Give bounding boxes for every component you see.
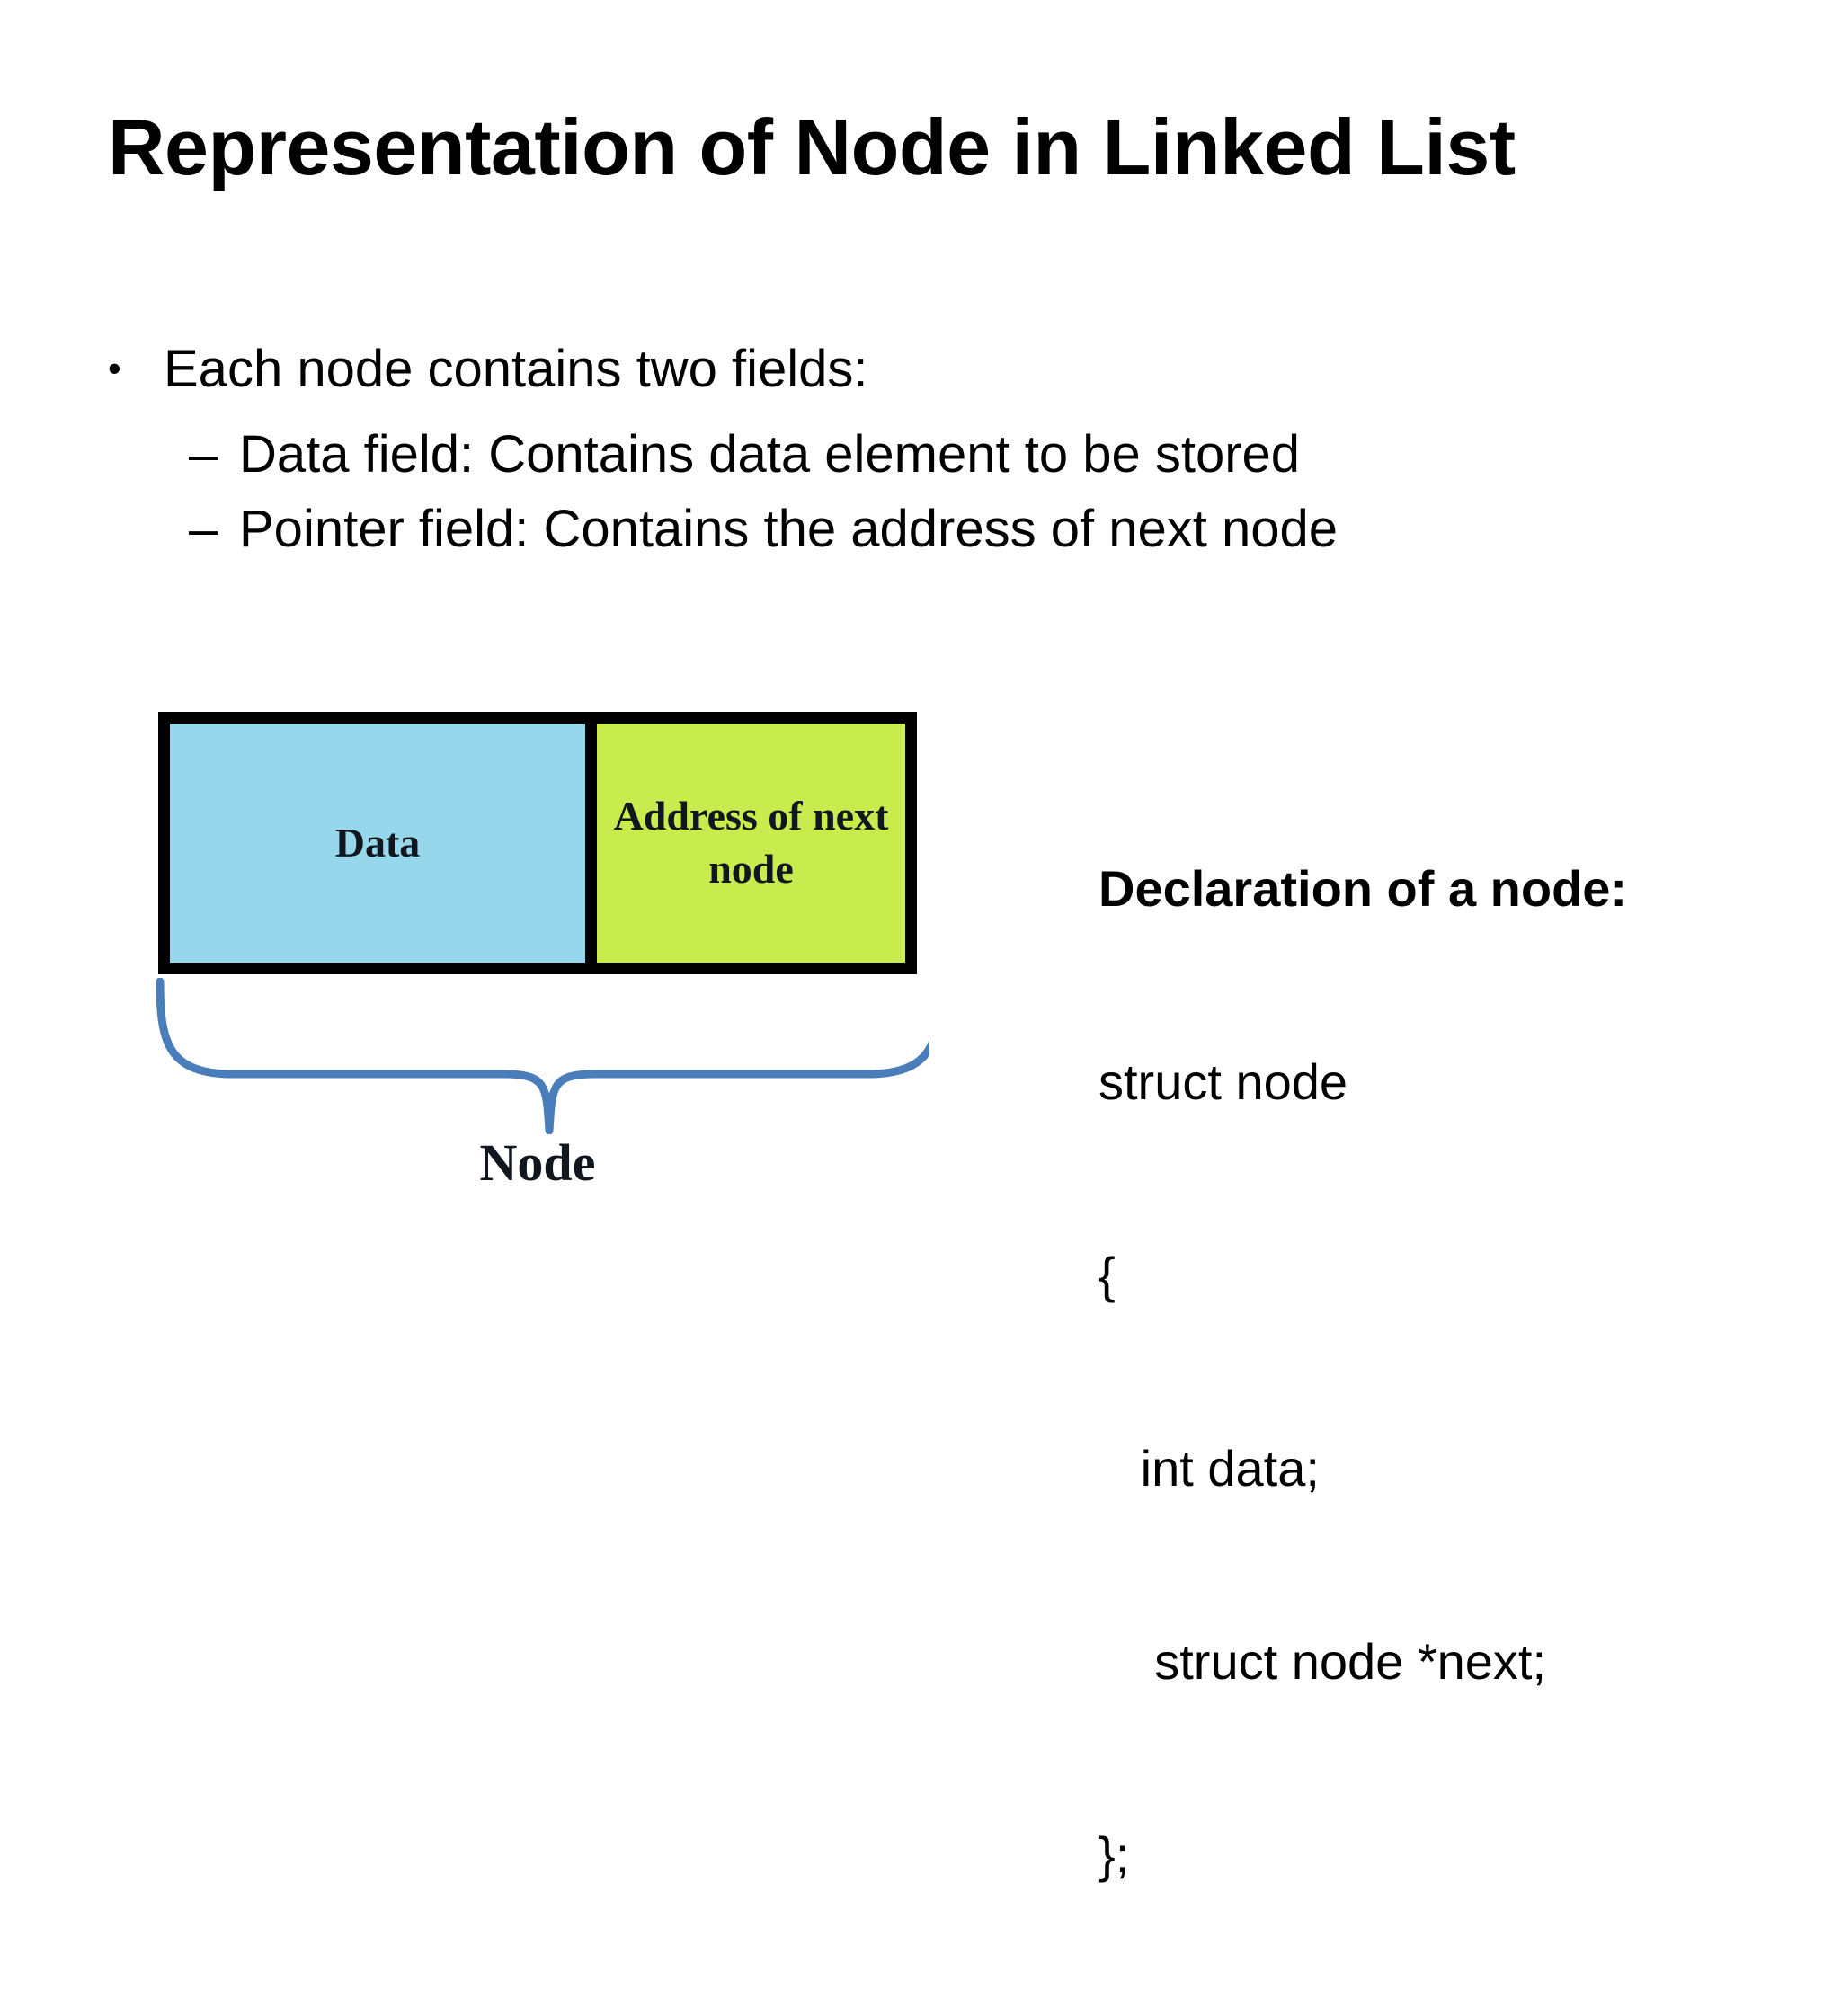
list-item: – Data field: Contains data element to b… — [189, 423, 1744, 487]
code-heading: Declaration of a node: — [1098, 860, 1628, 918]
list-item: • Each node contains two fields: — [108, 338, 1744, 402]
code-line: struct node — [1098, 1053, 1348, 1111]
list-item-label: Data field: Contains data element to be … — [239, 424, 1301, 484]
code-declaration-block: Declaration of a node: struct node { int… — [1098, 728, 1809, 2016]
curly-brace-icon — [151, 978, 929, 1134]
node-label: Node — [479, 1133, 596, 1192]
node-data-cell: Data — [170, 724, 597, 963]
bullet-dot-icon: • — [108, 347, 121, 389]
code-line: { — [1098, 1247, 1116, 1304]
code-line: struct node *next; — [1098, 1633, 1547, 1691]
bullet-list: • Each node contains two fields: – Data … — [108, 338, 1744, 572]
list-item-label: Each node contains two fields: — [164, 340, 868, 398]
page-title: Representation of Node in Linked List — [108, 102, 1516, 191]
bullet-dash-icon: – — [189, 424, 218, 484]
node-diagram: Data Address of next node Node — [156, 712, 929, 1215]
list-item: – Pointer field: Contains the address of… — [189, 498, 1744, 562]
node-address-cell: Address of next node — [597, 724, 905, 963]
slide-canvas: Representation of Node in Linked List • … — [108, 102, 1744, 1884]
bullet-dash-icon: – — [189, 499, 218, 558]
code-line: }; — [1098, 1826, 1130, 1884]
node-box: Data Address of next node — [158, 712, 917, 974]
code-line: int data; — [1098, 1440, 1320, 1497]
list-item-label: Pointer field: Contains the address of n… — [239, 499, 1338, 558]
